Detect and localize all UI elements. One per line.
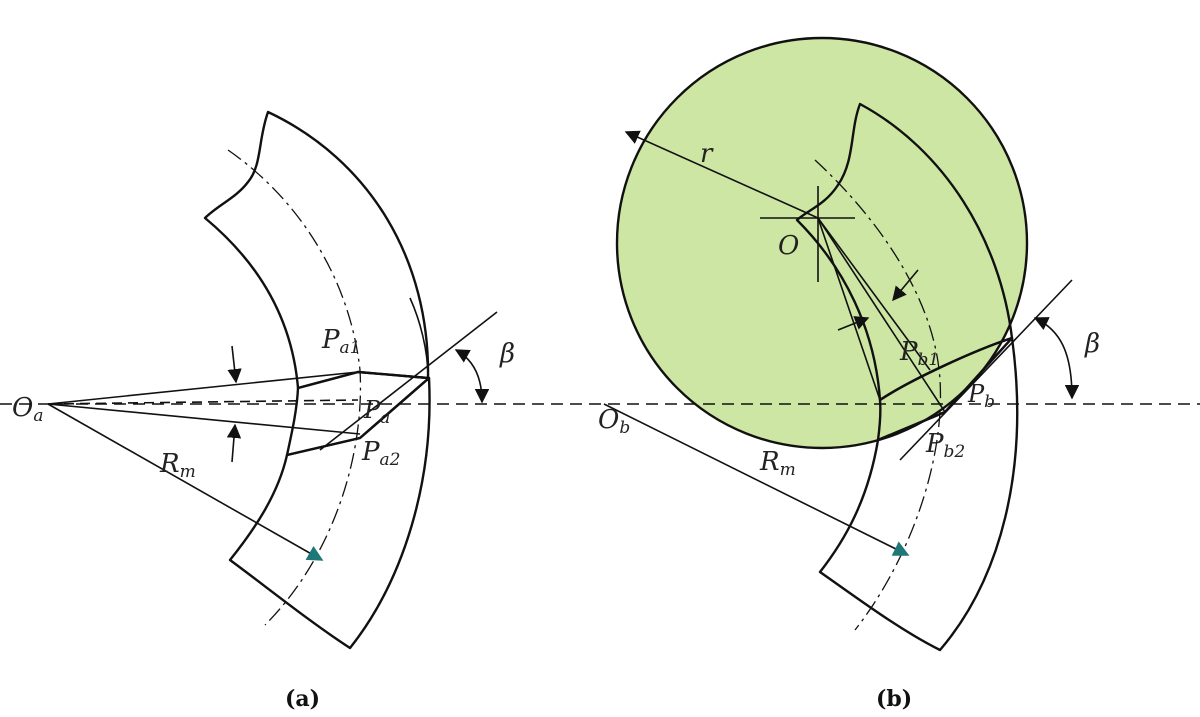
angle-arrow-b-left — [837, 316, 870, 331]
angle-arrow-a-top — [227, 345, 242, 384]
panel-a: Oa Rm Pa1 Pa Pa2 β (a) — [12, 110, 515, 712]
caption-b: (b) — [876, 686, 912, 712]
label-beta-a: β — [499, 339, 515, 369]
ray-a-lower — [47, 403, 361, 435]
blade-b-overlap — [795, 102, 1014, 402]
beta-arc-b — [1033, 317, 1080, 400]
label-cutter-center: O — [778, 231, 799, 261]
label-cutter-radius: r — [700, 139, 714, 169]
angle-arrow-b-top — [892, 269, 919, 302]
label-p-a1: Pa1 — [321, 325, 360, 358]
ray-a-upper — [47, 371, 359, 405]
label-p-b2: Pb2 — [925, 429, 965, 462]
label-origin-a: Oa — [12, 393, 43, 426]
radius-arrow-b — [603, 403, 910, 556]
radius-arrow-a — [47, 403, 324, 561]
ray-b-mid — [817, 217, 931, 371]
label-p-b: Pb — [967, 380, 995, 412]
panel-b: r O Ob Rm Pb1 Pb Pb2 β (b) — [0, 36, 1200, 712]
blade-b-lower — [818, 336, 1019, 652]
label-radius-a: Rm — [159, 449, 196, 482]
angle-arrow-a-bottom — [226, 423, 242, 463]
label-beta-b: β — [1084, 329, 1100, 359]
label-origin-b: Ob — [598, 405, 630, 438]
caption-a: (a) — [285, 686, 320, 712]
label-p-b1: Pb1 — [899, 337, 939, 370]
tangent-line-b — [899, 279, 1073, 461]
cutter-circle — [615, 36, 1029, 450]
blade-a-upper — [203, 110, 430, 390]
mean-line-b — [814, 159, 942, 631]
label-radius-b: Rm — [759, 447, 796, 480]
blade-a-lower — [228, 376, 431, 650]
blade-a-inner-curve — [409, 297, 429, 379]
cut-gap-b — [876, 336, 1014, 442]
label-p-a: Pa — [363, 396, 390, 428]
beta-arc-a — [454, 349, 490, 404]
mean-line-a — [227, 149, 362, 626]
ray-b-outer — [817, 217, 946, 413]
tangent-line-a — [319, 311, 498, 451]
cut-gap-a — [285, 370, 431, 457]
label-p-a2: Pa2 — [361, 437, 400, 470]
cutter-radius-arrow — [624, 130, 819, 219]
ray-b-inner — [817, 217, 881, 401]
